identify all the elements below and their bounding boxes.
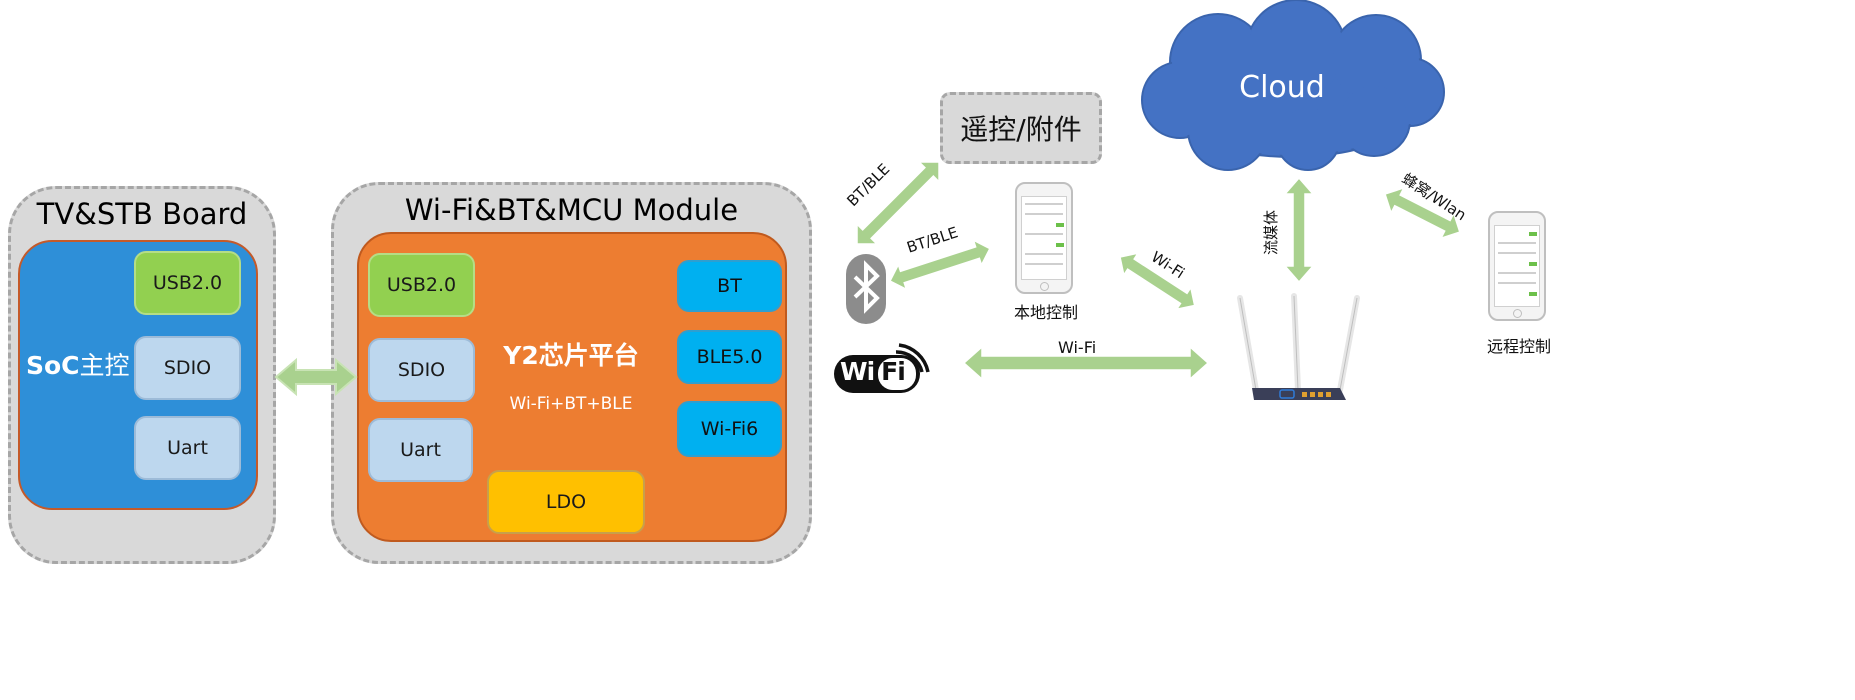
soc-label-rest: 主控 — [79, 351, 130, 380]
streaming-arrow — [1283, 176, 1315, 284]
module-ldo-chip: LDO — [487, 470, 645, 534]
streaming-label: 流媒体 — [1262, 209, 1281, 256]
wifi-logo-icon — [834, 343, 930, 393]
module-usb-chip: USB2.0 — [368, 253, 475, 317]
soc-label: SoC主控 — [26, 346, 130, 382]
module-uart-chip: Uart — [368, 418, 473, 482]
phone-home-button-local — [1040, 282, 1049, 291]
bt-ble-arrow-phone — [888, 238, 991, 291]
phone-screen-local — [1021, 196, 1067, 280]
bt-ble-arrow-remote — [856, 161, 940, 245]
wifi-label-main: Wi-Fi — [1058, 338, 1097, 357]
soc-label-bold: SoC — [26, 351, 80, 380]
tv-stb-board-title: TV&STB Board — [36, 197, 248, 231]
wifi-arrow-main — [962, 345, 1210, 381]
soc-sdio-chip: SDIO — [134, 336, 241, 400]
local-control-label: 本地控制 — [1014, 303, 1079, 322]
soc-uart-chip: Uart — [134, 416, 241, 480]
module-title: Wi-Fi&BT&MCU Module — [404, 193, 739, 227]
remote-accessory-box: 遥控/附件 — [940, 92, 1102, 164]
bluetooth-icon — [846, 254, 886, 324]
module-bt-chip: BT — [677, 260, 782, 312]
y2-label-rest: 芯片平台 — [538, 341, 639, 370]
module-sdio-chip: SDIO — [368, 338, 475, 402]
phone-icon-remote — [1488, 211, 1546, 321]
phone-screen-remote — [1494, 225, 1540, 307]
module-ble-chip: BLE5.0 — [677, 330, 782, 384]
remote-control-label: 远程控制 — [1487, 337, 1552, 356]
router-icon — [1237, 293, 1360, 400]
board-module-arrow — [274, 357, 358, 397]
phone-home-button-remote — [1513, 309, 1522, 318]
wifi-logo-fi: Fi — [881, 357, 906, 386]
cellular-arrow — [1384, 186, 1461, 240]
y2-platform-subtitle: Wi-Fi+BT+BLE — [509, 394, 633, 414]
wifi-logo-wi: Wi — [840, 357, 875, 386]
soc-usb-chip: USB2.0 — [134, 251, 241, 315]
cloud-label: Cloud — [1239, 70, 1325, 105]
y2-label-bold: Y2 — [503, 341, 539, 370]
phone-icon-local — [1015, 182, 1073, 294]
y2-platform-label: Y2芯片平台 — [476, 336, 666, 372]
module-wifi6-chip: Wi-Fi6 — [677, 401, 782, 457]
wifi-arrow-phone-router — [1119, 252, 1196, 311]
